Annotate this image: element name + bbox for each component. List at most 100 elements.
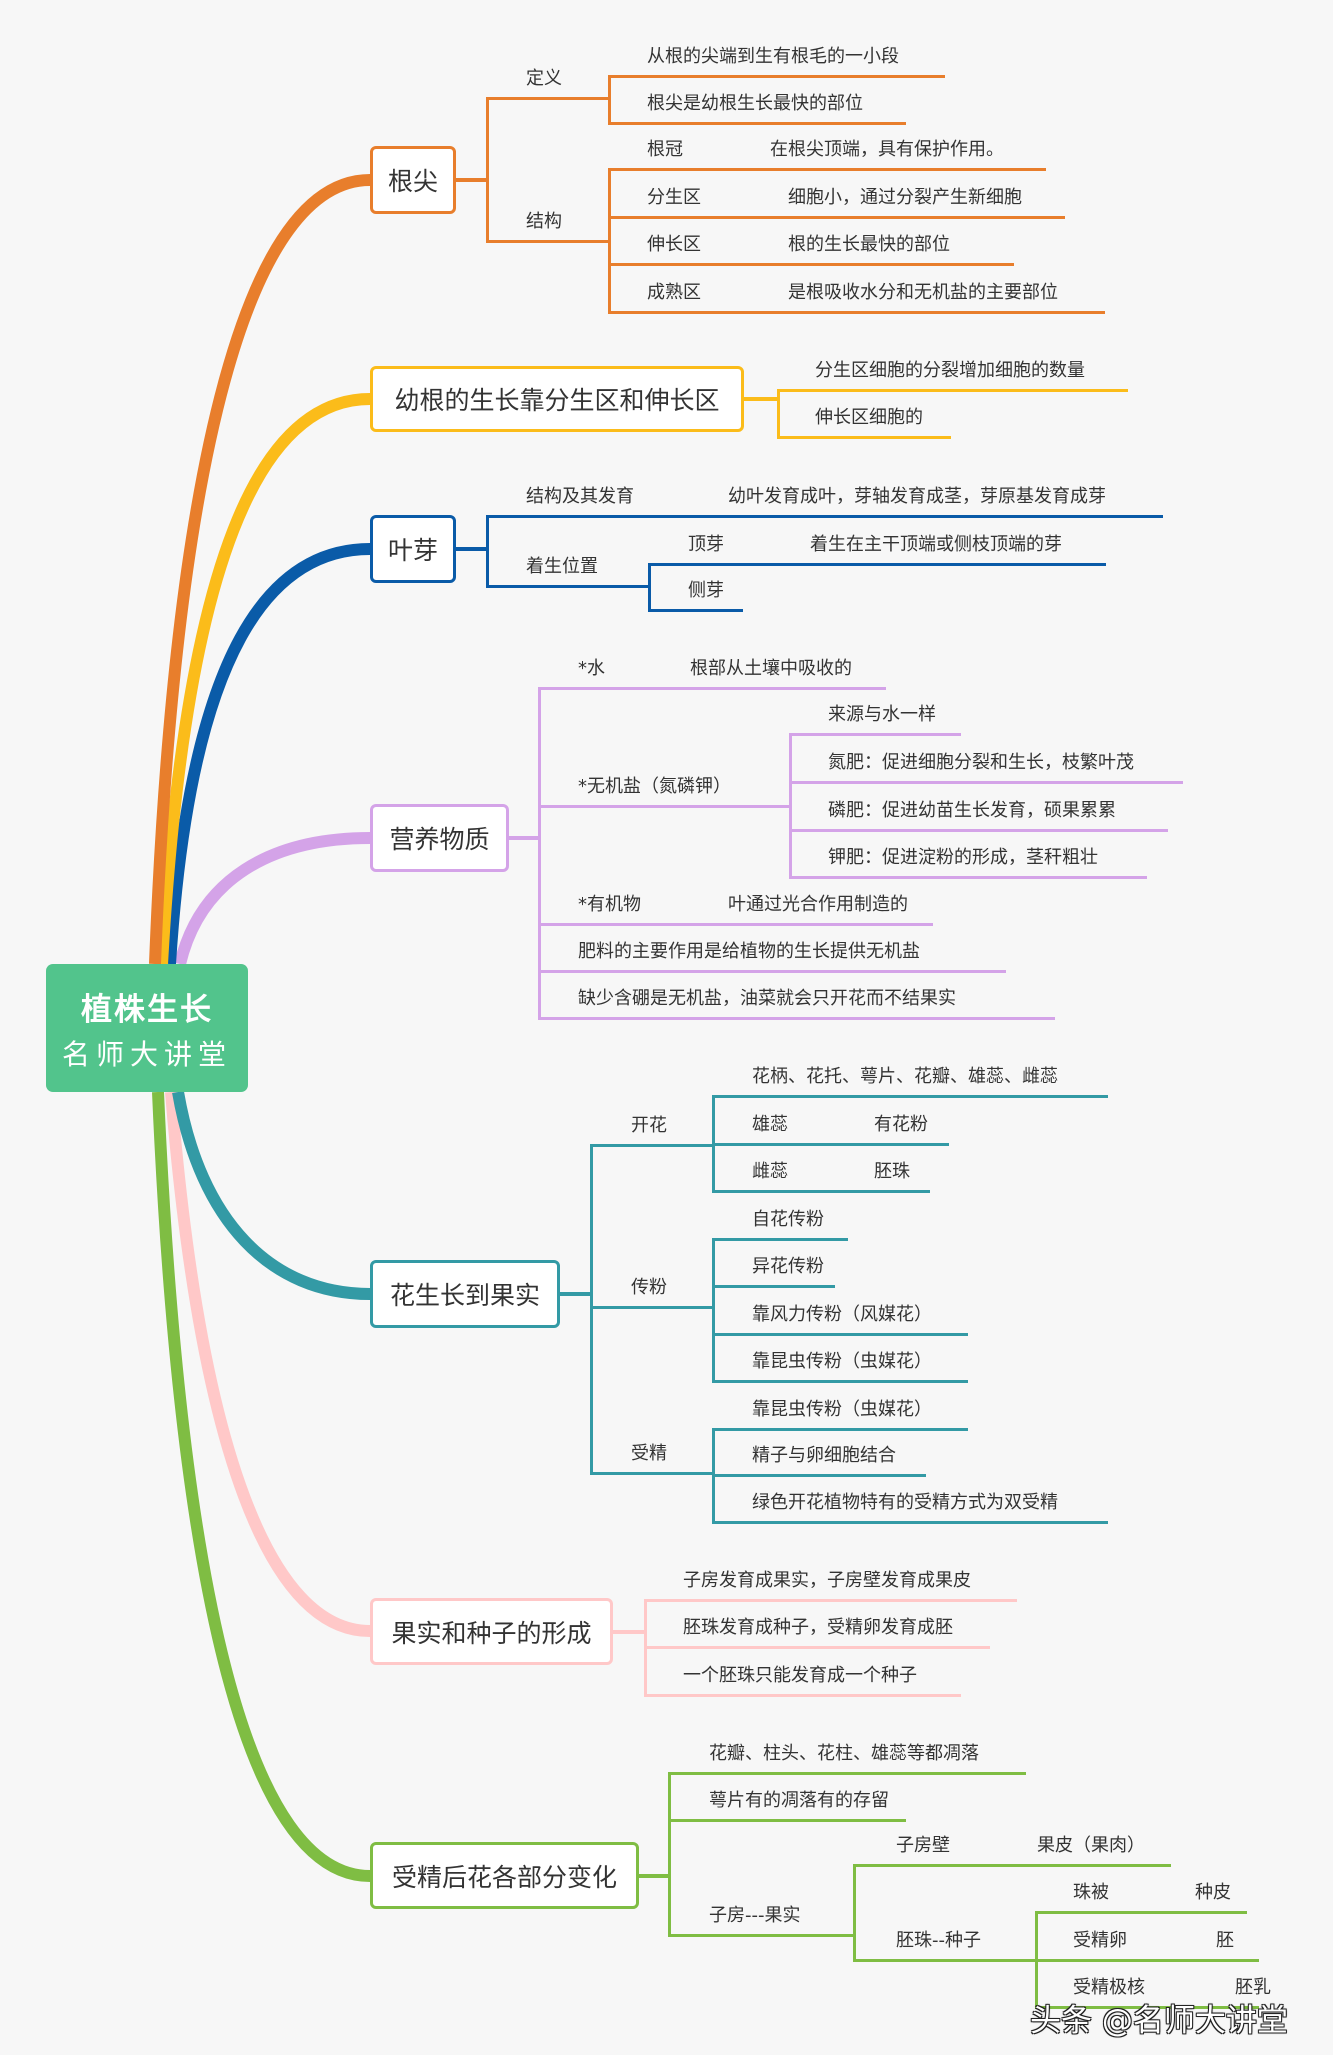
item-text: 细胞小，通过分裂产生新细胞	[788, 187, 1022, 208]
item-text: 有花粉	[874, 1114, 928, 1135]
item-text: 花瓣、柱头、花柱、雄蕊等都凋落	[709, 1743, 979, 1764]
subtopic-pollination[interactable]: 传粉	[590, 1273, 712, 1309]
list-item[interactable]: 分生区细胞小，通过分裂产生新细胞	[608, 183, 1065, 219]
list-item[interactable]: 雌蕊 胚珠	[712, 1157, 930, 1193]
list-item[interactable]: 肥料的主要作用是给植物的生长提供无机盐	[538, 937, 1006, 973]
bracket	[538, 687, 541, 1020]
bracket	[486, 97, 489, 243]
item-text: 分生区细胞的分裂增加细胞的数量	[815, 360, 1085, 381]
list-item[interactable]: 精子与卵细胞结合	[712, 1441, 926, 1477]
list-item[interactable]: 雄蕊有花粉	[712, 1110, 949, 1146]
list-item[interactable]: 磷肥：促进幼苗生长发育，硕果累累	[789, 796, 1168, 832]
list-item[interactable]: 自花传粉	[712, 1205, 848, 1241]
bracket	[590, 1144, 593, 1475]
central-subtitle: 名师大讲堂	[61, 1038, 232, 1071]
list-item[interactable]: 子房发育成果实，子房壁发育成果皮	[644, 1566, 1017, 1602]
list-item[interactable]: 靠风力传粉（风媒花）	[712, 1300, 968, 1336]
item-text: 自花传粉	[752, 1209, 824, 1230]
list-item[interactable]: 顶芽着生在主干顶端或侧枝顶端的芽	[648, 530, 1106, 566]
item-text: 子房壁	[896, 1835, 950, 1856]
list-item[interactable]: 伸长区 根的生长最快的部位	[608, 230, 1014, 266]
item-text: 着生位置	[526, 556, 598, 577]
list-item[interactable]: 受精极核胚乳	[1035, 1973, 1271, 2009]
list-item[interactable]: 靠昆虫传粉（虫媒花）	[712, 1395, 968, 1431]
list-item[interactable]: 花柄、花托、萼片、花瓣、雄蕊、雌蕊	[712, 1062, 1108, 1098]
list-item[interactable]: *水根部从土壤中吸收的	[538, 654, 886, 690]
item-text: 着生在主干顶端或侧枝顶端的芽	[810, 534, 1062, 555]
list-item[interactable]: 结构及其发育幼叶发育成叶，芽轴发育成茎，芽原基发育成芽	[486, 482, 1163, 518]
bracket	[608, 168, 611, 314]
list-item[interactable]: 成熟区是根吸收水分和无机盐的主要部位	[608, 278, 1105, 314]
item-text: *无机盐（氮磷钾）	[578, 776, 731, 797]
item-text: 定义	[526, 68, 562, 89]
list-item[interactable]: 一个胚珠只能发育成一个种子	[644, 1661, 961, 1697]
connector	[560, 1292, 590, 1296]
topic-root-tip[interactable]: 根尖	[370, 146, 456, 214]
subtopic-inorganic-salt[interactable]: *无机盐（氮磷钾）	[538, 772, 789, 808]
list-item[interactable]: 缺少含硼是无机盐，油菜就会只开花而不结果实	[538, 984, 1055, 1020]
list-item[interactable]: 来源与水一样	[789, 700, 961, 736]
list-item[interactable]: *有机物叶通过光合作用制造的	[538, 890, 933, 926]
watermark: 头条 @名师大讲堂	[1030, 2003, 1288, 2039]
item-text: 结构	[526, 211, 562, 232]
connector	[509, 836, 538, 840]
item-text: 一个胚珠只能发育成一个种子	[683, 1665, 917, 1686]
item-text: 钾肥：促进淀粉的形成，茎秆粗壮	[828, 847, 1098, 868]
list-item[interactable]: 子房壁 果皮（果肉）	[853, 1831, 1171, 1867]
branch-curve-s7	[152, 1091, 371, 1882]
bracket	[777, 389, 780, 439]
topic-fruit-seed-formation[interactable]: 果实和种子的形成	[370, 1598, 613, 1665]
bracket	[668, 1772, 671, 1937]
list-item[interactable]: 花瓣、柱头、花柱、雄蕊等都凋落	[668, 1739, 1026, 1775]
list-item[interactable]: 分生区细胞的分裂增加细胞的数量	[777, 356, 1128, 392]
list-item[interactable]: 侧芽	[648, 576, 743, 612]
subtopic-bloom[interactable]: 开花	[590, 1111, 712, 1147]
list-item[interactable]: 根冠在根尖顶端，具有保护作用。	[608, 135, 1046, 171]
item-text: 异花传粉	[752, 1256, 824, 1277]
item-text: *水	[578, 658, 605, 679]
list-item[interactable]: 根尖是幼根生长最快的部位	[608, 89, 906, 125]
connector	[613, 1630, 644, 1634]
subtopic-definition[interactable]: 定义	[486, 64, 608, 100]
bracket	[853, 1864, 856, 1962]
topic-flower-to-fruit[interactable]: 花生长到果实	[370, 1260, 560, 1328]
list-item[interactable]: 珠被种皮	[1035, 1878, 1247, 1914]
subtopic-ovule[interactable]: 胚珠--种子	[853, 1926, 1035, 1962]
subtopic-structure[interactable]: 结构	[486, 207, 608, 243]
list-item[interactable]: 胚珠发育成种子，受精卵发育成胚	[644, 1613, 990, 1649]
topic-after-fertilization[interactable]: 受精后花各部分变化	[370, 1842, 639, 1909]
topic-young-root-growth[interactable]: 幼根的生长靠分生区和伸长区	[370, 366, 744, 432]
subtopic-ovary[interactable]: 子房---果实	[668, 1901, 853, 1937]
item-text: 珠被	[1073, 1882, 1109, 1903]
item-text: 胚珠发育成种子，受精卵发育成胚	[683, 1617, 953, 1638]
item-text: 雌蕊	[752, 1161, 788, 1182]
branch-curve-s3	[164, 543, 371, 965]
list-item[interactable]: 萼片有的凋落有的存留	[668, 1786, 906, 1822]
list-item[interactable]: 受精卵胚	[1035, 1926, 1259, 1962]
topic-leaf-bud[interactable]: 叶芽	[370, 515, 456, 583]
bracket	[712, 1238, 715, 1383]
list-item[interactable]: 绿色开花植物特有的受精方式为双受精	[712, 1488, 1108, 1524]
list-item[interactable]: 钾肥：促进淀粉的形成，茎秆粗壮	[789, 843, 1147, 879]
item-text: 根的生长最快的部位	[788, 234, 950, 255]
list-item[interactable]: 靠昆虫传粉（虫媒花）	[712, 1347, 968, 1383]
list-item[interactable]: 异花传粉	[712, 1252, 835, 1288]
item-text: 果皮（果肉）	[1037, 1835, 1145, 1856]
item-text: 氮肥：促进细胞分裂和生长，枝繁叶茂	[828, 752, 1134, 773]
list-item[interactable]: 伸长区细胞的	[777, 403, 951, 439]
item-text: 结构及其发育	[526, 486, 634, 507]
item-text: 是根吸收水分和无机盐的主要部位	[788, 282, 1058, 303]
subtopic-fertilization[interactable]: 受精	[590, 1439, 712, 1475]
connector	[456, 178, 486, 182]
list-item[interactable]: 从根的尖端到生有根毛的一小段	[608, 42, 945, 78]
topic-nutrients[interactable]: 营养物质	[370, 804, 509, 872]
list-item[interactable]: 氮肥：促进细胞分裂和生长，枝繁叶茂	[789, 748, 1183, 784]
item-text: 伸长区	[647, 234, 701, 255]
item-text: 胚珠	[874, 1161, 910, 1182]
central-topic[interactable]: 植株生长 名师大讲堂	[46, 964, 248, 1092]
connector	[744, 397, 777, 401]
subtopic-position[interactable]: 着生位置	[486, 552, 648, 588]
branch-curve-s4	[174, 832, 371, 966]
branch-curve-s6	[165, 1091, 371, 1637]
